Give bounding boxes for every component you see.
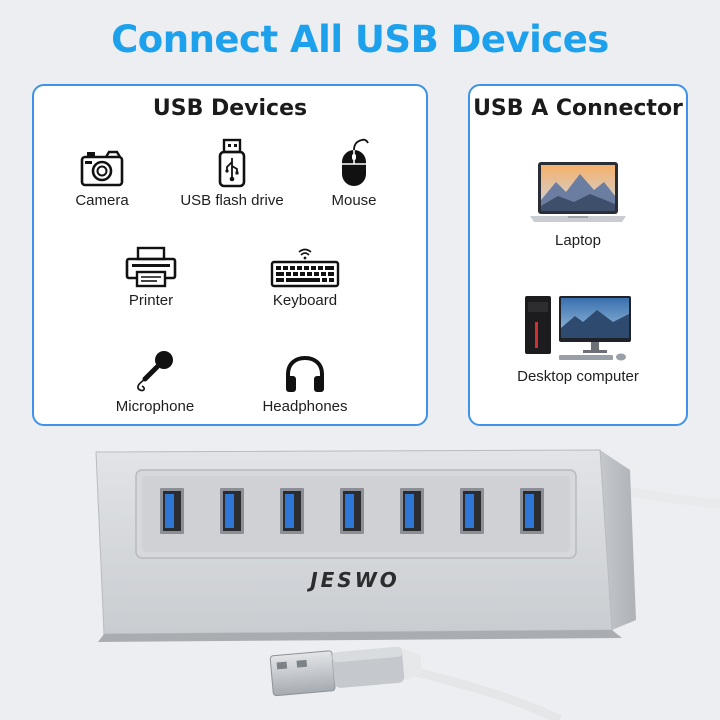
printer-icon: [125, 246, 177, 288]
usb-a-plug: [269, 646, 423, 697]
headline: Connect All USB Devices: [111, 18, 609, 61]
device-headphones: Headphones: [240, 354, 370, 415]
connector-desktop-computer: Desktop computer: [488, 292, 668, 385]
keyboard-icon: [270, 248, 340, 288]
desktop-computer-icon: [525, 296, 631, 361]
device-label: Mouse: [331, 192, 377, 209]
device-microphone: Microphone: [90, 348, 220, 415]
device-usb-flash-drive: USB flash drive: [167, 138, 297, 209]
device-printer: Printer: [86, 246, 216, 309]
usb-ports: [160, 488, 544, 534]
usb-port[interactable]: [340, 488, 364, 534]
usb-flash-drive-icon: [218, 138, 246, 188]
device-label: Microphone: [115, 398, 195, 415]
camera-icon: [80, 150, 124, 187]
connector-label: Desktop computer: [517, 368, 639, 385]
hub-cable: [629, 487, 720, 509]
device-camera: Camera: [37, 148, 167, 209]
mouse-icon: [342, 138, 369, 186]
usb-port[interactable]: [280, 488, 304, 534]
usb-port[interactable]: [460, 488, 484, 534]
usb-hub: JESWO: [95, 449, 720, 720]
usb-a-connector-title: USB A Connector: [473, 96, 683, 121]
connector-label: Laptop: [555, 232, 601, 249]
device-keyboard: Keyboard: [240, 246, 370, 309]
usb-devices-title: USB Devices: [152, 96, 308, 121]
usb-port[interactable]: [160, 488, 184, 534]
headphones-icon: [286, 355, 324, 392]
usb-devices-panel: USB Devices Camera USB flash drive: [32, 84, 428, 426]
device-mouse: Mouse: [289, 138, 419, 209]
connector-laptop: Laptop: [488, 160, 668, 249]
device-label: USB flash drive: [180, 192, 284, 209]
brand-logo: JESWO: [306, 568, 400, 592]
device-label: Printer: [128, 292, 174, 309]
microphone-icon: [137, 351, 173, 392]
usb-port[interactable]: [220, 488, 244, 534]
usb-a-connector-panel: USB A Connector Laptop: [468, 84, 688, 426]
device-label: Keyboard: [272, 292, 338, 309]
plug-cable: [398, 663, 563, 720]
usb-port[interactable]: [520, 488, 544, 534]
device-label: Headphones: [262, 398, 348, 415]
device-label: Camera: [75, 192, 129, 209]
usb-port[interactable]: [400, 488, 424, 534]
laptop-icon: [530, 162, 626, 222]
